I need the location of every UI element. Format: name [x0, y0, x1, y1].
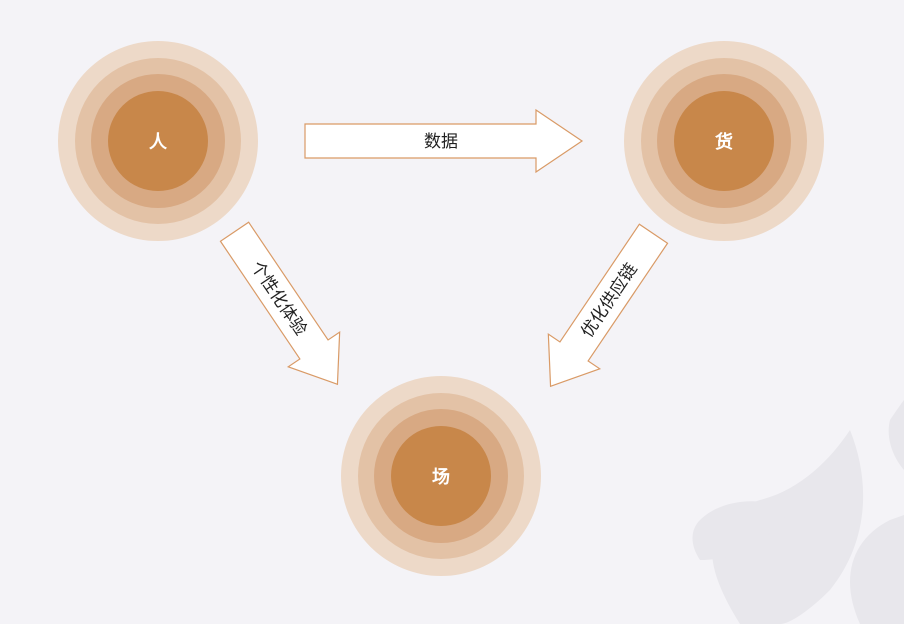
arrow-supply: 优化供应链: [547, 223, 669, 388]
watermark-leaf-decoration: [692, 400, 904, 624]
node-person: 人: [58, 41, 258, 241]
arrow-data-label: 数据: [424, 132, 458, 152]
node-place-core: [391, 426, 491, 526]
node-goods: 货: [624, 41, 824, 241]
node-person-label: 人: [149, 132, 168, 153]
node-goods-core: [674, 91, 774, 191]
arrow-personalized-shape: [219, 221, 341, 386]
node-place: 场: [341, 376, 541, 576]
arrow-supply-shape: [547, 223, 669, 388]
node-person-core: [108, 91, 208, 191]
arrow-data-shape: [304, 108, 584, 174]
arrow-personalized: 个性化体验: [219, 221, 341, 386]
node-goods-label: 货: [715, 131, 733, 153]
node-place-label: 场: [432, 467, 450, 488]
arrow-data: 数据: [304, 108, 584, 174]
